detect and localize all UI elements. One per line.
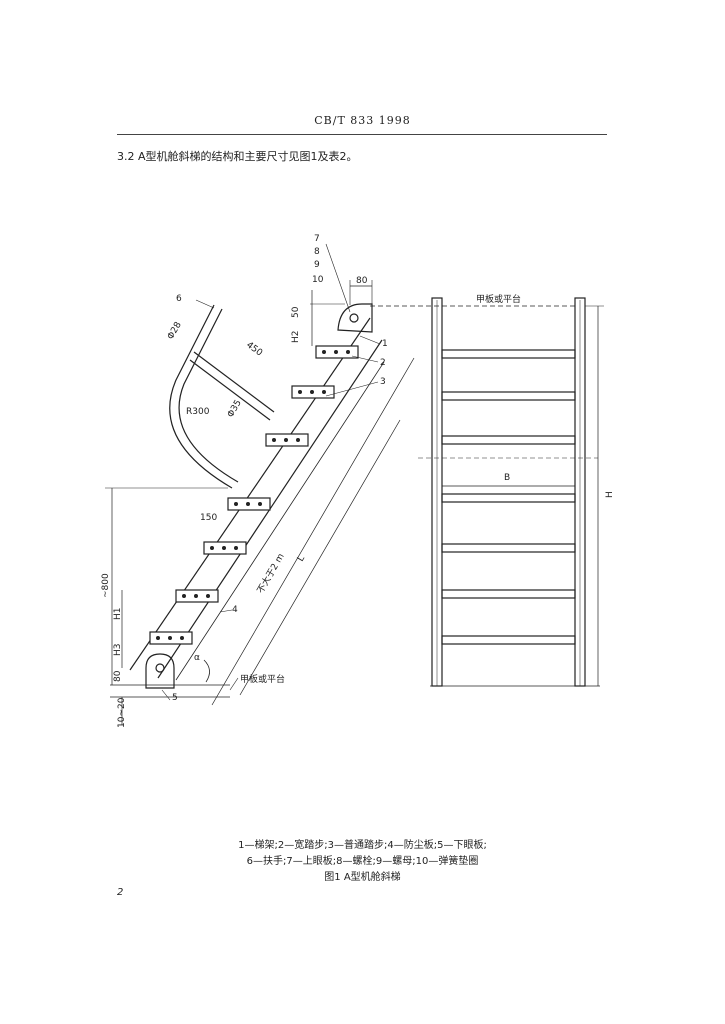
dim-b-label: B — [504, 473, 510, 483]
dim-length-limit-label: 不大于2 m — [254, 551, 287, 595]
leader-4 — [219, 609, 233, 613]
callout-8: 8 — [314, 247, 320, 257]
stringer-upper-line — [129, 317, 371, 671]
handrail-brace-2 — [193, 351, 275, 413]
figure-title: 图1 A型机舱斜梯 — [324, 872, 401, 883]
step-bolts — [156, 350, 350, 640]
dim-80-bottom-label: 80 — [113, 670, 123, 682]
alpha-arc — [203, 659, 210, 683]
lower-eye-bolt — [155, 663, 165, 673]
dim-10-20-label: 10~20 — [117, 697, 127, 728]
dim-phi35-label: Φ35 — [226, 398, 244, 419]
dim-50-label: 50 — [291, 306, 301, 318]
leader-3 — [325, 381, 379, 397]
platform-label-left: 甲板或平台 — [240, 673, 285, 685]
handrail-brace-1 — [189, 359, 271, 421]
dim-h-label: H — [605, 491, 615, 498]
angle-alpha-label: α — [194, 653, 200, 663]
dim-l-label: L — [296, 554, 307, 563]
callout-9: 9 — [314, 260, 320, 270]
dim-h1-label: H1 — [113, 608, 123, 621]
leader-2 — [351, 355, 379, 363]
callout-7: 7 — [314, 234, 320, 244]
callout-4: 4 — [232, 605, 238, 615]
header-rule — [117, 134, 607, 135]
callout-2: 2 — [380, 358, 386, 368]
callout-10: 10 — [312, 275, 324, 285]
dim-450-label: 450 — [244, 340, 264, 358]
callout-1: 1 — [382, 339, 388, 349]
lower-eye-plate — [145, 653, 175, 689]
dim-150-label: 150 — [200, 513, 217, 523]
front-steps — [441, 349, 576, 645]
platform-label-right: 甲板或平台 — [476, 293, 521, 305]
handrail-outer — [169, 304, 233, 489]
dim-80-top-label: 80 — [356, 276, 368, 286]
leader-6 — [195, 299, 215, 309]
leader-platform — [229, 677, 239, 691]
intro-paragraph: 3.2 A型机舱斜梯的结构和主要尺寸见图1及表2。 — [117, 150, 358, 163]
leader-1 — [359, 335, 381, 345]
dim-phi28-label: Φ28 — [166, 320, 184, 341]
dust-plate-line — [175, 361, 385, 681]
page-number: 2 — [117, 887, 124, 898]
handrail-inner — [178, 308, 239, 483]
dim-2m-line — [239, 419, 401, 696]
dim-l-line — [211, 357, 415, 706]
document-header: CB/T 833 1998 — [314, 114, 411, 127]
leader-5 — [161, 689, 171, 701]
dim-800-label: ~800 — [101, 573, 111, 598]
caption-line-2: 6—扶手;7—上眼板;8—螺栓;9—螺母;10—弹簧垫圈 — [246, 856, 479, 867]
leader-7-10 — [325, 243, 351, 313]
dim-r300-label: R300 — [186, 407, 210, 417]
callout-6: 6 — [176, 294, 182, 304]
upper-eye-bolt — [349, 313, 359, 323]
dim-h2-label: H2 — [291, 331, 301, 344]
caption-line-1: 1—梯架;2—宽踏步;3—普通踏步;4—防尘板;5—下眼板; — [238, 840, 487, 851]
upper-eye-plate — [337, 303, 373, 333]
dim-h3-label: H3 — [113, 644, 123, 657]
callout-3: 3 — [380, 377, 386, 387]
callout-5: 5 — [172, 693, 178, 703]
